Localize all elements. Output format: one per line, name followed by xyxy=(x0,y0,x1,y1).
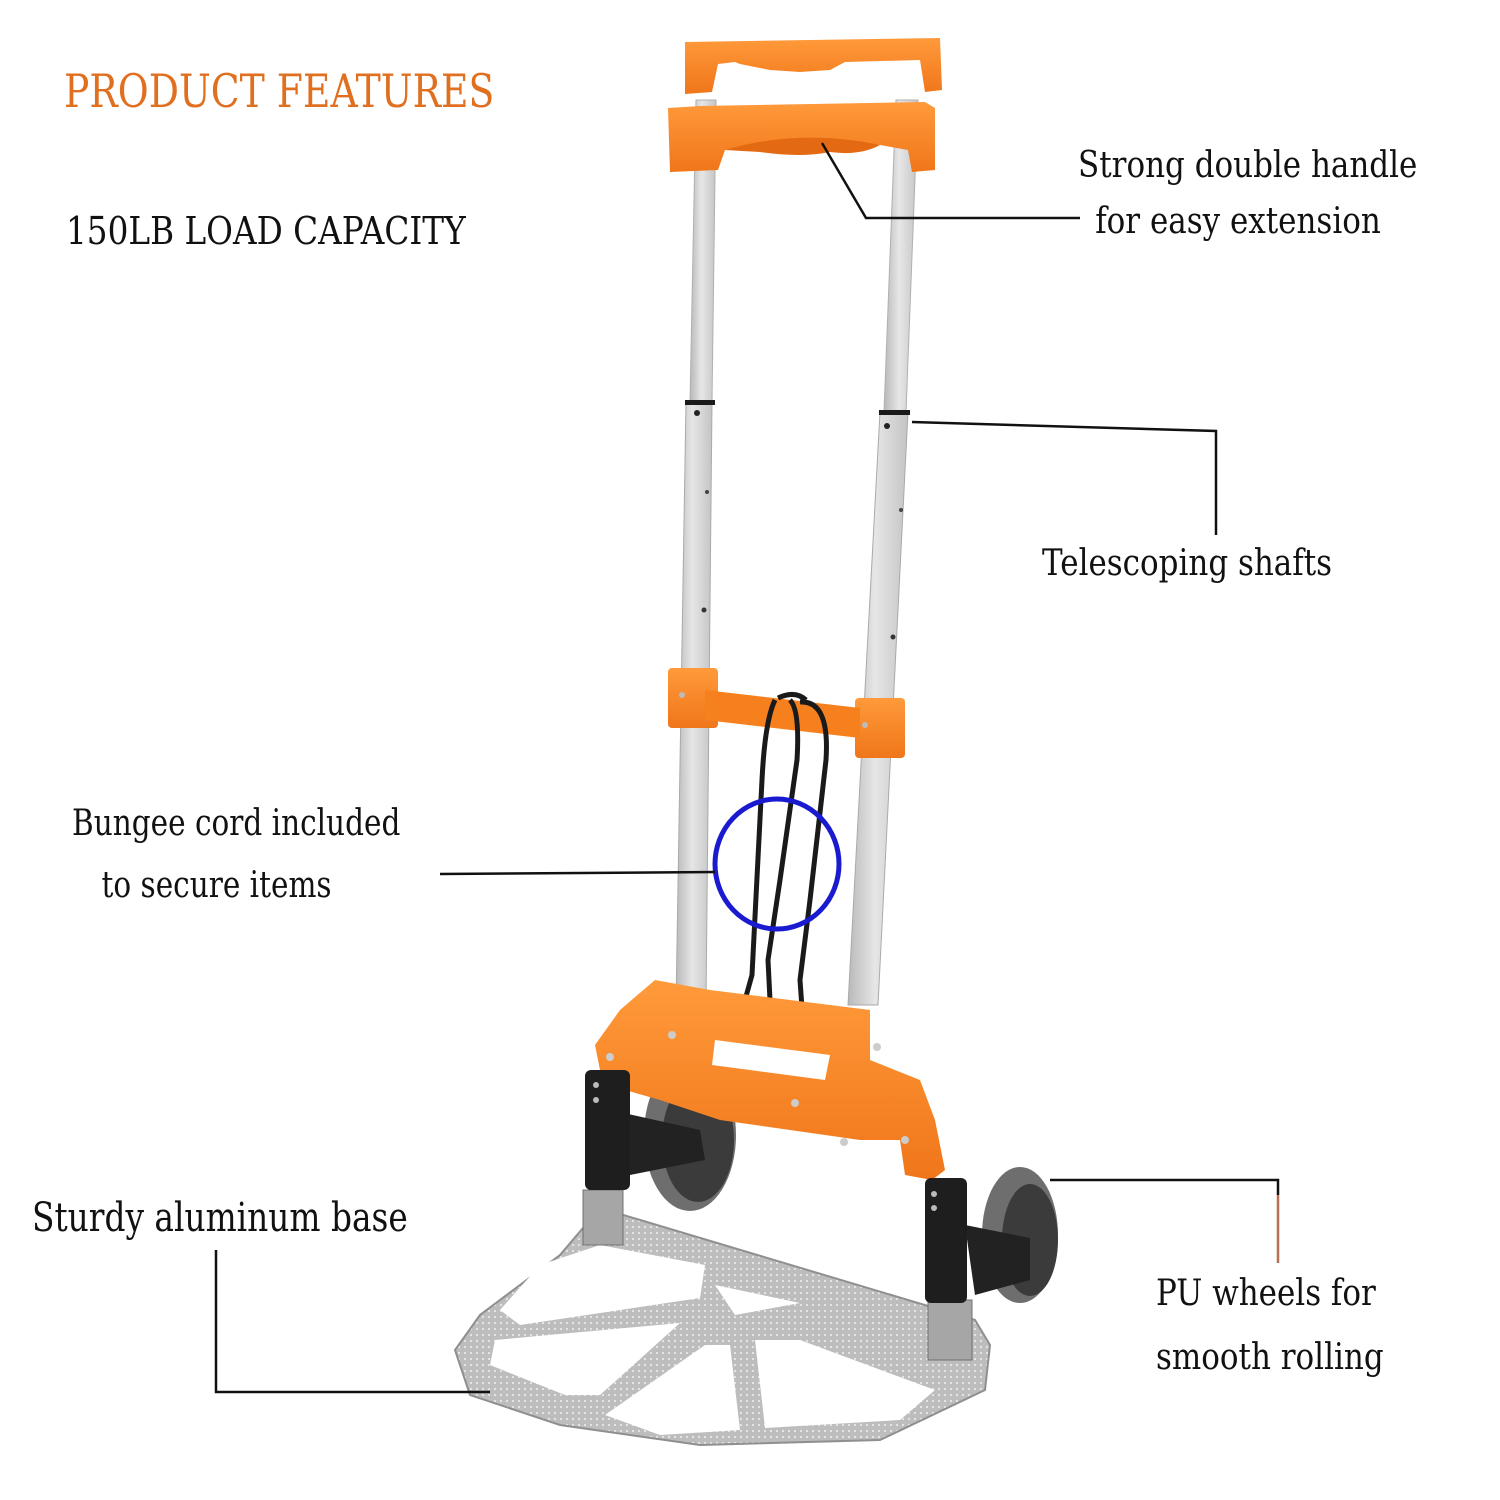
callout-line-base xyxy=(214,1250,490,1394)
feature-handle: Strong double handle for easy extension xyxy=(1078,148,1417,240)
double-handle xyxy=(668,38,942,172)
lower-frame xyxy=(585,980,967,1303)
middle-crossbar xyxy=(668,668,905,758)
feature-bungee: Bungee cord included to secure items xyxy=(72,806,400,904)
feature-wheels-line1: PU wheels for xyxy=(1156,1273,1376,1314)
bungee-highlight-circle xyxy=(712,796,842,932)
callout-line-telescoping xyxy=(911,420,1218,535)
callout-line-handle xyxy=(820,142,1080,220)
feature-handle-line1: Strong double handle xyxy=(1078,145,1418,186)
page-title: PRODUCT FEATURES xyxy=(64,64,495,118)
feature-telescoping-line1: Telescoping shafts xyxy=(1042,543,1333,584)
feature-base: Sturdy aluminum base xyxy=(32,1198,408,1238)
callout-line-bungee xyxy=(439,870,716,876)
callout-lines xyxy=(214,142,1280,1394)
callout-line-wheels xyxy=(1050,1178,1280,1195)
feature-telescoping: Telescoping shafts xyxy=(1042,546,1332,582)
feature-wheels-line2: smooth rolling xyxy=(1156,1337,1384,1378)
feature-wheels: PU wheels for smooth rolling xyxy=(1156,1276,1384,1376)
feature-handle-line2: for easy extension xyxy=(1095,201,1381,242)
feature-base-line1: Sturdy aluminum base xyxy=(32,1195,408,1241)
feature-bungee-line1: Bungee cord included xyxy=(72,803,401,844)
bungee-cord xyxy=(742,692,829,1051)
telescoping-shafts xyxy=(675,99,919,1006)
load-capacity-text: 150LB LOAD CAPACITY xyxy=(66,209,466,253)
aluminum-base-plate xyxy=(453,1189,992,1447)
wheel-right xyxy=(965,1167,1058,1303)
feature-bungee-line2: to secure items xyxy=(101,865,332,906)
